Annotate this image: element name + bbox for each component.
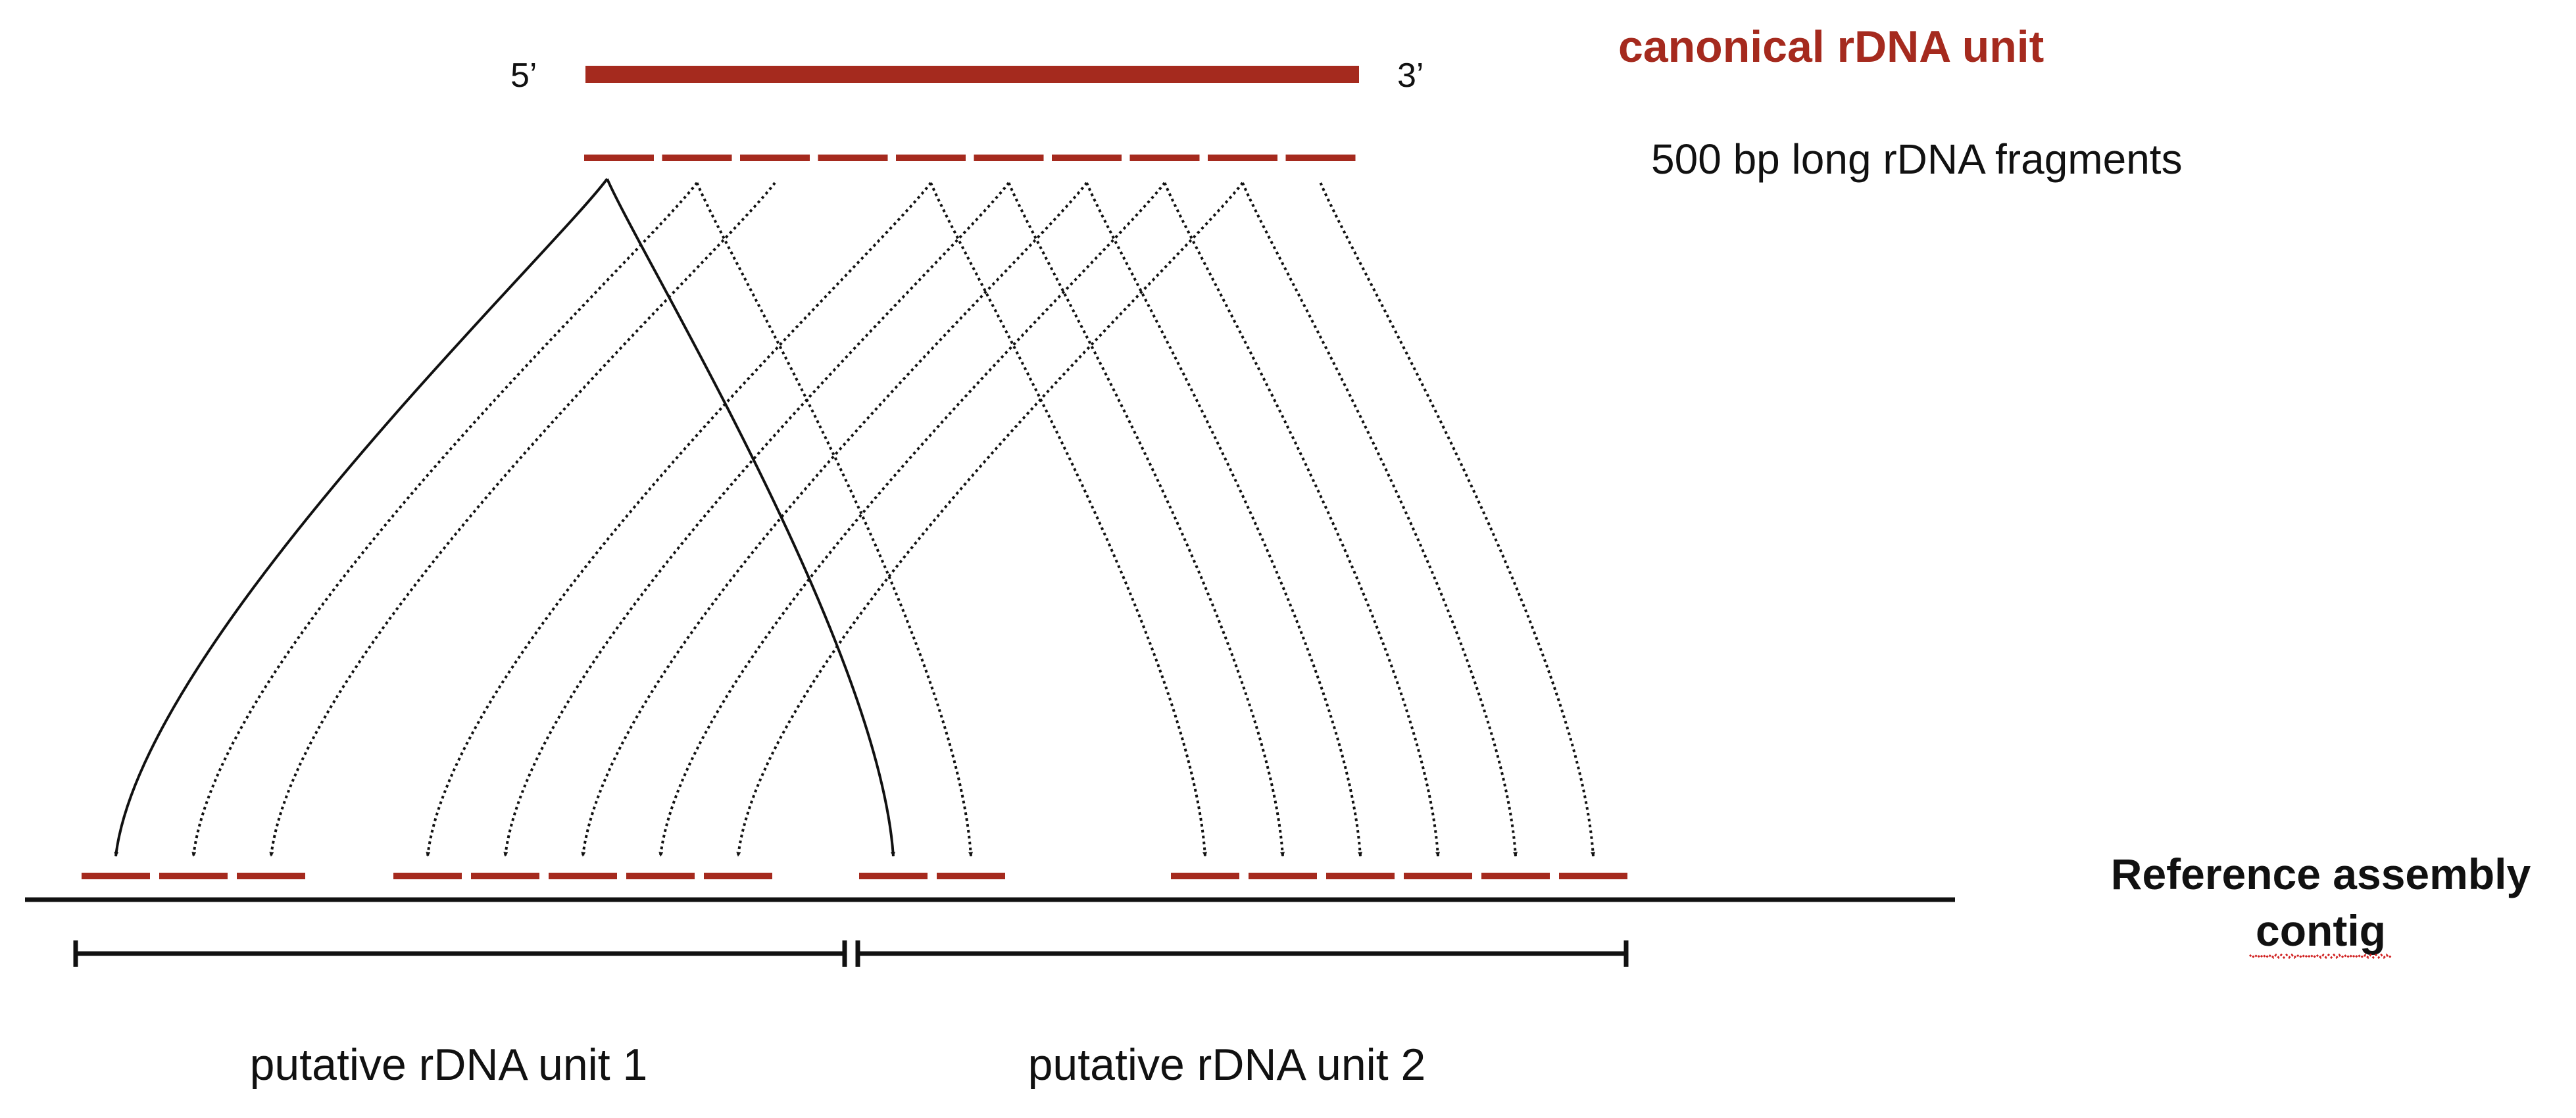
mapped-fragment-16 — [1559, 873, 1627, 879]
unit1-label: putative rDNA unit 1 — [250, 1040, 648, 1090]
rdna-fragments-row — [584, 155, 1356, 161]
unit2-label: putative rDNA unit 2 — [1028, 1040, 1426, 1090]
mapped-fragment-2 — [159, 873, 228, 879]
rdna-fragment-5 — [896, 155, 966, 161]
mapped-fragment-13 — [1326, 873, 1395, 879]
mapped-fragment-4 — [393, 873, 462, 879]
fragments-label: 500 bp long rDNA fragments — [1651, 135, 2183, 183]
mapping-arrow-14 — [736, 182, 1244, 857]
mapping-arrow-4 — [695, 182, 974, 857]
mapped-fragment-11 — [1171, 873, 1239, 879]
mapping-arrow-10 — [581, 182, 1088, 857]
mapping-arrow-7 — [929, 182, 1208, 857]
rdna-fragment-2 — [662, 155, 732, 161]
rdna-fragment-7 — [1052, 155, 1122, 161]
contig-label: contig — [2256, 906, 2386, 955]
unit2-bracket — [855, 940, 1629, 967]
mapping-arrow-6 — [426, 182, 932, 857]
canonical-rdna-unit-bar — [585, 66, 1359, 83]
rdna-fragment-1 — [584, 155, 654, 161]
rdna-fragment-6 — [974, 155, 1044, 161]
mapped-fragment-8 — [704, 873, 772, 879]
mapped-fragment-9 — [859, 873, 928, 879]
mapping-arrows — [114, 178, 1596, 857]
mapping-arrow-9 — [1007, 182, 1285, 857]
mapped-fragment-6 — [549, 873, 617, 879]
rdna-fragment-10 — [1285, 155, 1356, 161]
mapping-arrow-16 — [1319, 182, 1596, 857]
rdna-fragment-9 — [1208, 155, 1277, 161]
mapping-arrow-3 — [191, 182, 699, 857]
rdna-fragment-3 — [740, 155, 810, 161]
mapped-fragment-1 — [82, 873, 150, 879]
mapped-fragment-3 — [237, 873, 305, 879]
reference-assembly-label: Reference assembly — [2111, 850, 2531, 898]
rdna-fragment-4 — [818, 155, 888, 161]
mapped-fragment-15 — [1481, 873, 1550, 879]
mapped-fragments-row — [82, 873, 1627, 879]
mapping-arrow-5 — [269, 182, 776, 857]
mapped-fragment-7 — [626, 873, 695, 879]
unit1-bracket — [73, 940, 847, 967]
mapping-arrow-11 — [1085, 182, 1363, 857]
mapping-arrow-8 — [503, 182, 1010, 857]
rdna-fragment-8 — [1129, 155, 1200, 161]
mapped-fragment-10 — [937, 873, 1005, 879]
three-prime-label: 3’ — [1397, 57, 1424, 95]
mapping-arrow-2 — [606, 178, 896, 857]
mapping-arrow-12 — [658, 182, 1166, 857]
mapped-fragment-5 — [471, 873, 539, 879]
mapped-fragment-14 — [1404, 873, 1472, 879]
mapped-fragment-12 — [1249, 873, 1317, 879]
mapping-arrow-15 — [1241, 182, 1518, 857]
mapping-arrow-13 — [1163, 182, 1441, 857]
mapping-arrow-1 — [114, 178, 608, 857]
spellcheck-underline — [2248, 953, 2393, 960]
canonical-rdna-unit-label: canonical rDNA unit — [1618, 22, 2044, 72]
five-prime-label: 5’ — [510, 57, 537, 95]
